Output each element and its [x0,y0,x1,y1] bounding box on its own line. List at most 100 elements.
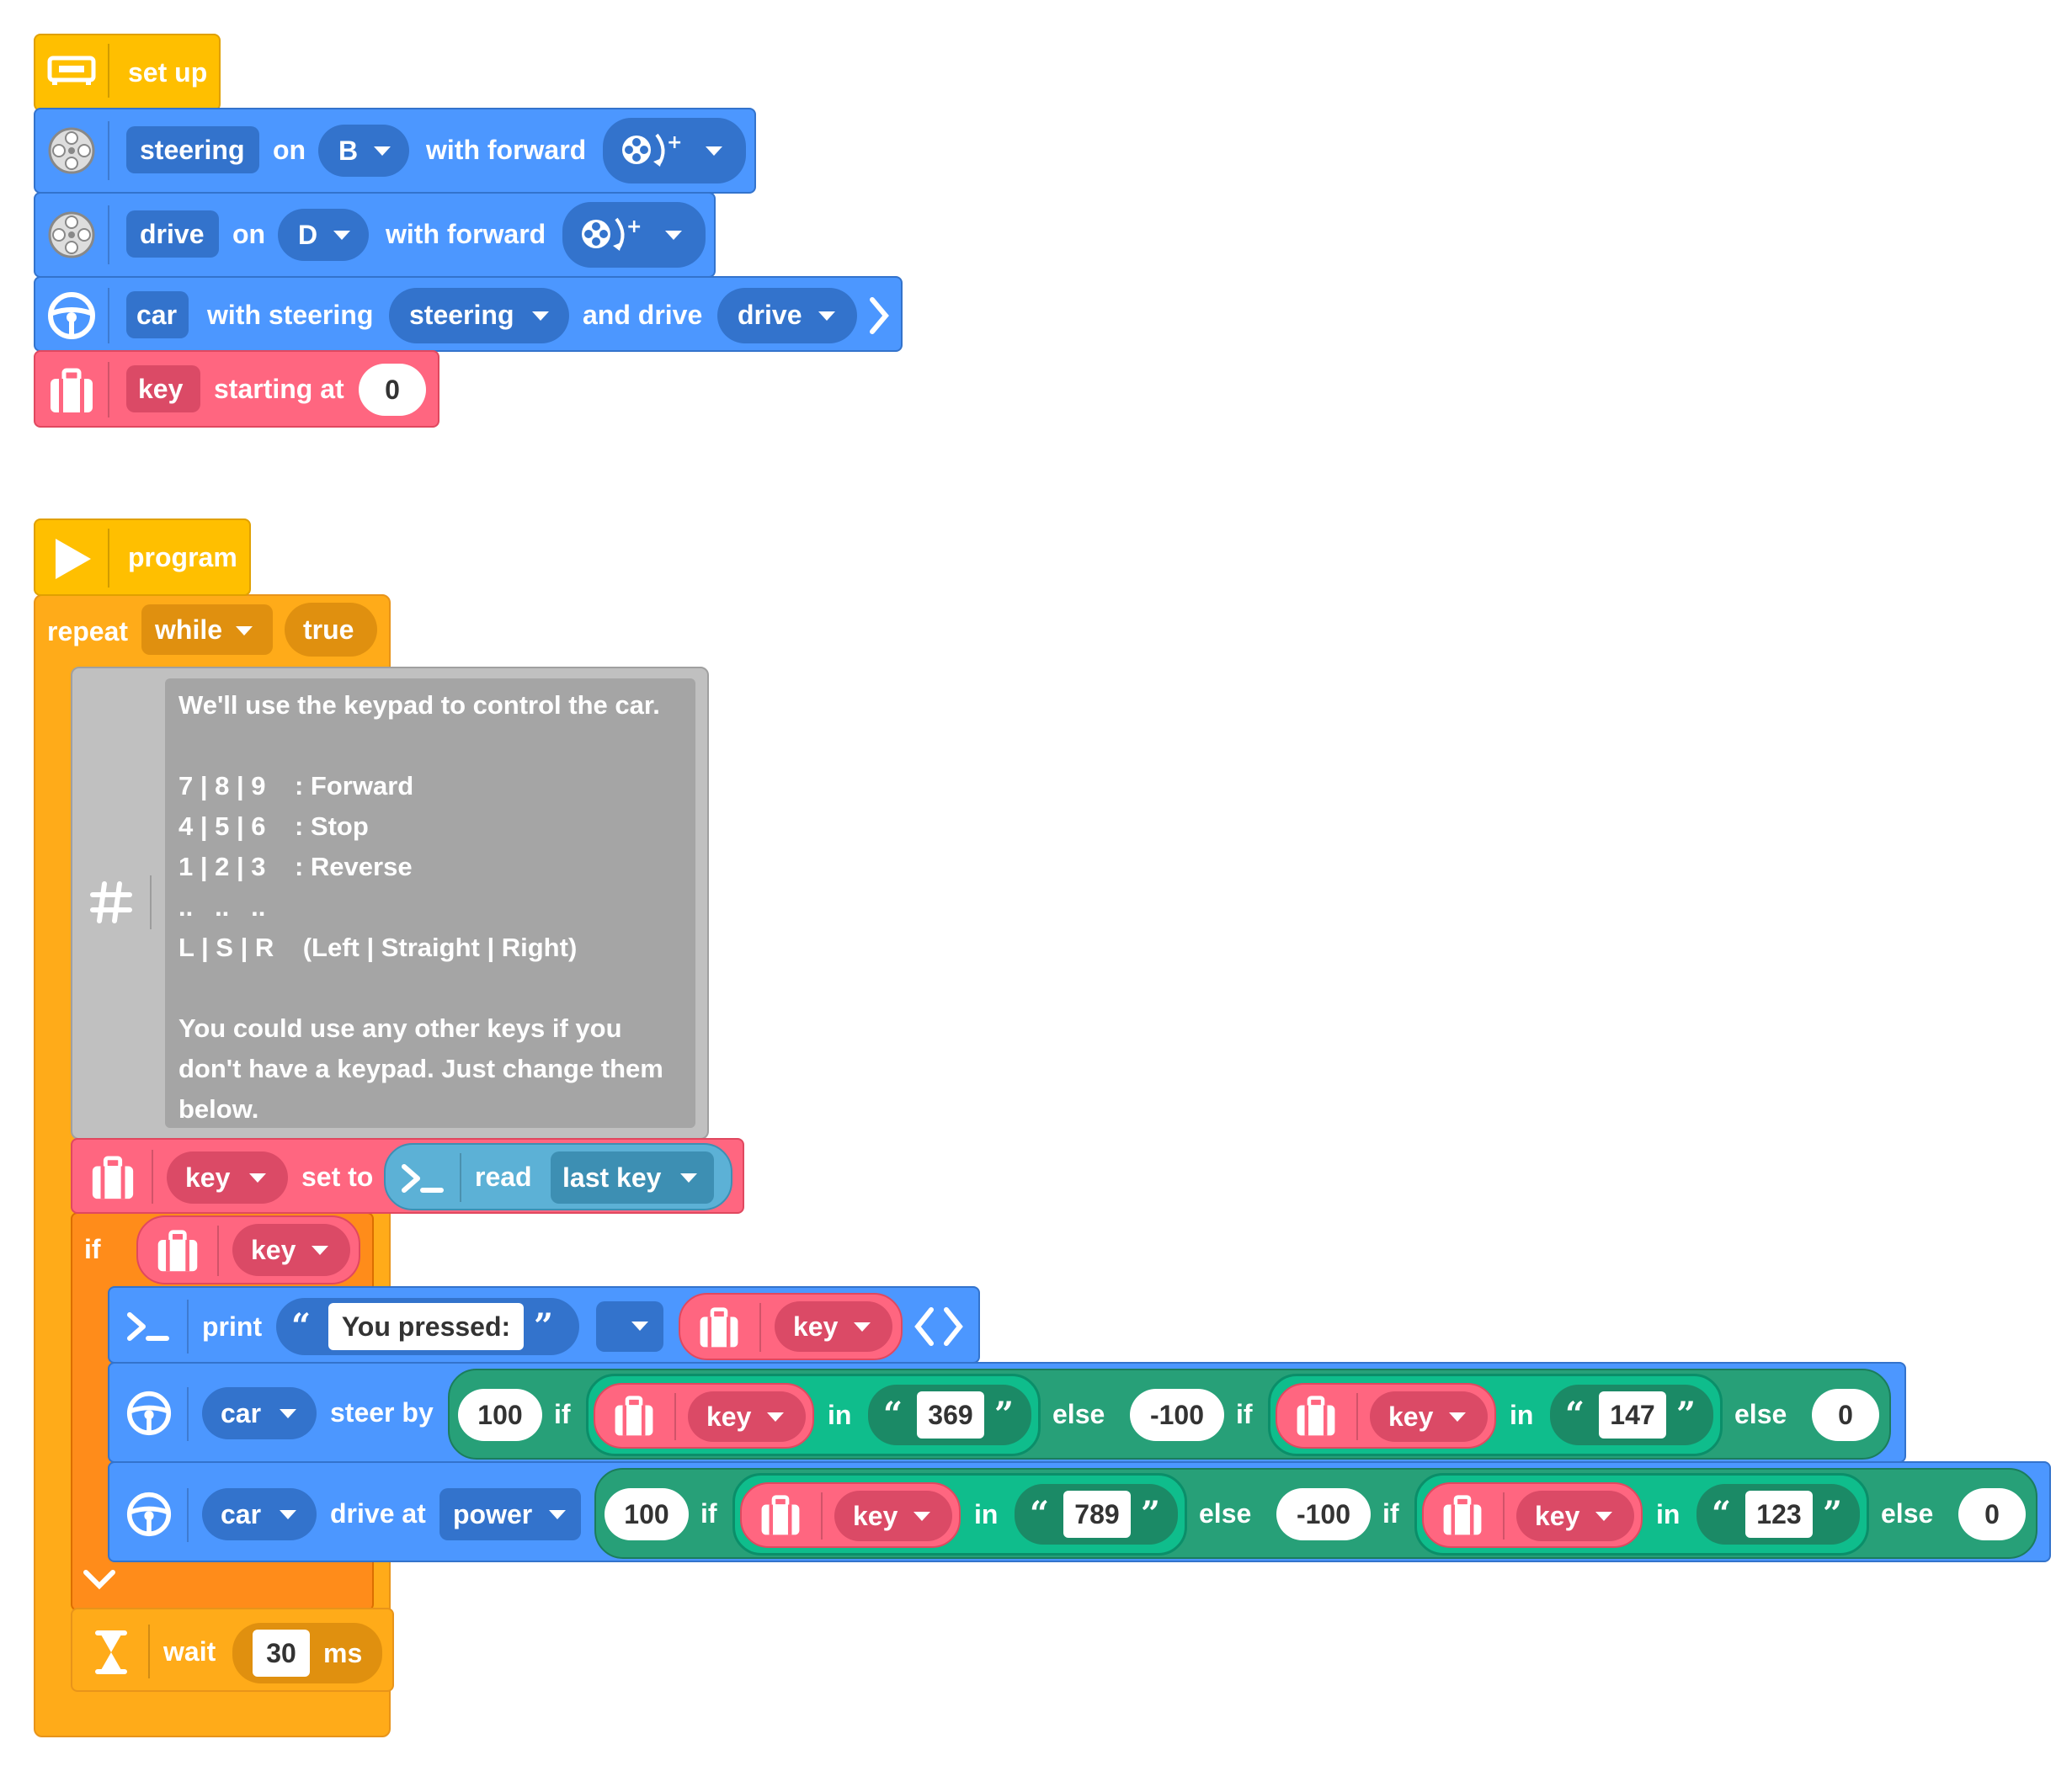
print-text-input[interactable]: You pressed: [328,1303,524,1350]
read-last-key-reporter[interactable]: read last key [384,1143,732,1210]
steer-value-3[interactable]: 0 [1812,1389,1879,1441]
variable-setup-block[interactable]: key starting at 0 [34,350,439,428]
drive-string-2[interactable]: 123 [1745,1491,1813,1538]
drive-motor-name[interactable]: drive [126,210,219,258]
close-quote-icon: ” [1823,1494,1843,1534]
steer-ternary-outer[interactable]: 100 if key in “ 369 ” else -100 if key [448,1369,1891,1460]
repeat-mode-dropdown[interactable]: while [141,604,273,655]
starting-value-input[interactable]: 0 [359,364,426,416]
suitcase-icon [759,1494,802,1542]
drive-ternary-outer[interactable]: 100 if key in “ 789 ” else -100 if key [594,1468,2037,1559]
drive-dropdown[interactable]: drive [717,288,857,343]
car-name[interactable]: car [126,291,189,338]
key-variable-dropdown[interactable]: key [232,1224,350,1276]
drive-block[interactable]: car drive at power 100 if key in “ 789 ”… [108,1461,2051,1562]
steering-dropdown[interactable]: steering [389,288,569,343]
suitcase-icon [47,367,96,420]
comment-line-7: L | S | R (Left | Straight | Right) [178,933,578,962]
if-key-reporter[interactable]: key [136,1215,360,1284]
car-target-dropdown[interactable]: car [202,1488,317,1540]
if-label: if [1236,1399,1253,1429]
port-d-dropdown[interactable]: D [278,209,369,261]
setup-hat-block[interactable]: set up [34,34,221,111]
suitcase-icon [89,1155,136,1206]
program-hat-block[interactable]: program [34,519,251,596]
separator-dropdown[interactable] [596,1301,663,1352]
steer-value-2[interactable]: -100 [1130,1389,1224,1441]
key-reporter[interactable]: key [1422,1482,1643,1548]
in-label: in [974,1499,999,1529]
print-key-reporter[interactable]: key [679,1293,903,1360]
set-key-block[interactable]: key set to read last key [71,1138,744,1214]
drive-value-3[interactable]: 0 [1958,1488,2026,1540]
steer-block[interactable]: car steer by 100 if key in “ 369 ” else … [108,1362,1906,1463]
steer-condition-1[interactable]: key in “ 369 ” [586,1374,1041,1456]
open-quote-icon: “ [883,1395,903,1434]
variable-name[interactable]: key [126,365,200,412]
steering-motor-name[interactable]: steering [126,126,259,173]
chevron-down-icon[interactable] [83,1567,116,1597]
steer-value-1[interactable]: 100 [458,1389,542,1441]
comment-line-11: below. [178,1094,259,1124]
direction-dropdown[interactable]: + [562,202,706,268]
wait-value-input[interactable]: 30 [253,1630,310,1677]
steering-motor-block[interactable]: steering on B with forward + [34,108,756,194]
close-quote-icon: ” [1676,1395,1696,1434]
in-label: in [1656,1499,1681,1529]
key-reporter[interactable]: key [1276,1383,1496,1449]
hourglass-icon [94,1630,128,1679]
key-variable-dropdown[interactable]: key [775,1301,892,1352]
key-reporter[interactable]: key [594,1383,814,1449]
text-literal[interactable]: “ You pressed: ” [276,1298,579,1355]
car-target-dropdown[interactable]: car [202,1387,317,1439]
print-block[interactable]: print “ You pressed: ” key [108,1286,980,1364]
chevron-right-icon[interactable] [866,296,891,339]
motor-icon [47,126,96,175]
wait-duration-reporter[interactable]: 30 ms [232,1623,382,1683]
drive-value-1[interactable]: 100 [605,1488,689,1540]
drive-condition-2[interactable]: key in “ 123 ” [1414,1473,1869,1556]
drive-value-2[interactable]: -100 [1276,1488,1371,1540]
key-variable-dropdown[interactable]: key [1370,1391,1488,1442]
repeat-condition[interactable]: true [285,603,377,657]
key-variable-dropdown[interactable]: key [688,1391,806,1442]
setup-title: set up [128,57,208,88]
key-variable-dropdown[interactable]: key [1516,1491,1634,1541]
comment-line-6: .. .. .. [178,892,266,922]
car-setup-block[interactable]: car with steering steering and drive dri… [34,276,903,352]
string-literal[interactable]: “ 369 ” [868,1385,1031,1445]
else-label: else [1199,1498,1252,1529]
comment-line-4: 4 | 5 | 6 : Stop [178,811,369,841]
key-variable-dropdown[interactable]: key [167,1151,288,1204]
svg-text:+: + [626,216,642,237]
string-literal[interactable]: “ 123 ” [1696,1484,1860,1545]
steer-condition-2[interactable]: key in “ 147 ” [1268,1374,1723,1456]
suitcase-icon [1294,1395,1338,1443]
drive-mode-dropdown[interactable]: power [439,1488,581,1540]
string-literal[interactable]: “ 147 ” [1550,1385,1713,1445]
comment-block[interactable]: We'll use the keypad to control the car.… [71,667,709,1140]
drive-condition-1[interactable]: key in “ 789 ” [732,1473,1187,1556]
port-b-dropdown[interactable]: B [318,125,409,177]
svg-text:+: + [667,132,682,153]
wait-block[interactable]: wait 30 ms [71,1608,394,1692]
source-dropdown[interactable]: last key [551,1151,714,1204]
starting-at-label: starting at [214,374,344,404]
direction-dropdown[interactable]: + [603,118,746,183]
terminal-icon [401,1162,445,1199]
if-label: if [554,1399,571,1429]
terminal-icon [126,1310,170,1348]
steer-string-1[interactable]: 369 [917,1391,984,1439]
drive-string-1[interactable]: 789 [1063,1491,1131,1538]
comment-text-area[interactable]: We'll use the keypad to control the car.… [165,678,695,1128]
with-forward-label: with forward [426,135,587,165]
key-variable-dropdown[interactable]: key [834,1491,952,1541]
chevron-right-icon[interactable] [941,1306,967,1351]
drive-motor-block[interactable]: drive on D with forward + [34,192,716,278]
steer-string-2[interactable]: 147 [1599,1391,1666,1439]
key-reporter[interactable]: key [740,1482,961,1548]
hub-icon [47,56,96,86]
read-label: read [475,1162,532,1192]
chevron-left-icon[interactable] [911,1306,936,1351]
string-literal[interactable]: “ 789 ” [1015,1484,1178,1545]
